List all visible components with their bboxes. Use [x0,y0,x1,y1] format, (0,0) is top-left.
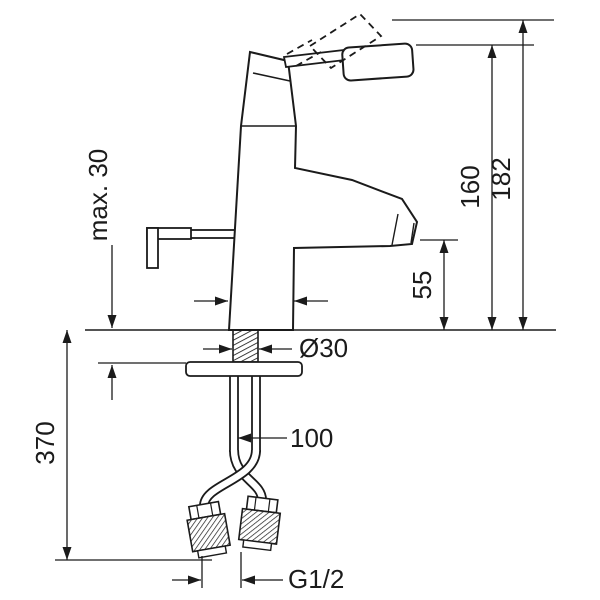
aerator-line-1 [391,213,399,246]
lever-handle-raised-dashed [286,12,383,70]
lever-rod [282,49,346,68]
knurled-nut-right [237,507,282,545]
lever-grip [341,42,415,82]
dim-label-max30: max. 30 [83,149,113,242]
supply-pipes [229,376,261,452]
faucet-body [227,50,419,331]
hose-connector-left [186,500,232,559]
dim-label-160: 160 [455,165,485,208]
aerator-line-2 [410,222,415,244]
pop-up-rod [146,227,238,269]
lever-pivot-line [252,72,291,82]
mounting-flange [185,361,303,377]
lever-grip-raised [308,12,383,70]
dimension-lines [55,19,554,588]
dim-label-55: 55 [407,271,437,300]
lever-handle [282,42,415,82]
dim-label-182: 182 [486,157,516,200]
hose-connector-right [237,495,282,552]
dim-label-100: 100 [290,423,333,453]
dim-label-thread: G1/2 [288,564,344,594]
dim-label-370: 370 [30,421,60,464]
thread-shank [232,329,259,363]
body-outline [227,50,419,331]
flexible-hoses [199,449,267,508]
dim-label-dia30: Ø30 [299,333,348,363]
